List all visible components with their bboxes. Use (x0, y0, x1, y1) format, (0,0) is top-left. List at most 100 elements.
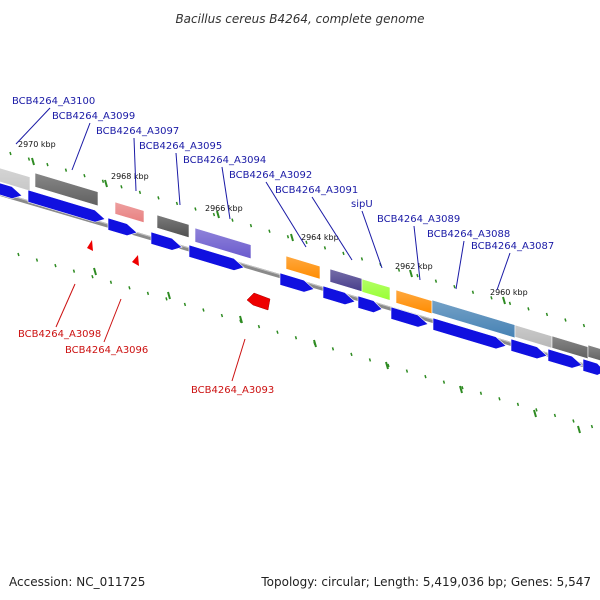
upper-tick-mark (508, 301, 512, 306)
reverse-feature-arrow[interactable] (246, 292, 271, 311)
major-tick-mark (290, 233, 294, 242)
cds-arrow[interactable] (510, 338, 548, 360)
gene-label-forward[interactable]: BCB4264_A3092 (229, 170, 312, 181)
gene-label-forward[interactable]: BCB4264_A3094 (183, 155, 266, 166)
gene-feature-box[interactable] (34, 172, 99, 207)
gene-label-reverse[interactable]: BCB4264_A3098 (18, 329, 101, 340)
upper-tick-mark (527, 307, 530, 311)
gene-feature-box[interactable] (551, 335, 589, 360)
gene-label-forward[interactable]: sipU (351, 199, 373, 210)
cds-arrow[interactable] (107, 217, 138, 237)
gene-label-forward[interactable]: BCB4264_A3087 (471, 241, 554, 252)
gene-label-leader (265, 181, 307, 248)
gene-feature-box[interactable] (431, 299, 516, 339)
gene-feature-box[interactable] (156, 214, 190, 239)
lower-tick-mark (146, 291, 150, 296)
lower-tick-mark (183, 302, 187, 307)
lower-tick-mark (331, 347, 335, 351)
genome-summary-text: Topology: circular; Length: 5,419,036 bp… (260, 575, 591, 589)
lower-tick-mark (35, 258, 39, 262)
cds-arrow[interactable] (188, 244, 245, 271)
lower-tick-mark (350, 352, 353, 357)
gene-label-forward[interactable]: BCB4264_A3088 (427, 229, 510, 240)
cds-arrow[interactable] (150, 231, 183, 251)
upper-tick-mark (194, 207, 197, 211)
upper-tick-mark (416, 273, 419, 278)
cds-arrow[interactable] (27, 189, 106, 223)
kbp-tick-label: 2964 kbp (301, 233, 339, 242)
kbp-tick-label: 2960 kbp (490, 288, 528, 297)
upper-tick-mark (175, 201, 179, 206)
genome-title: Bacillus cereus B4264, complete genome (175, 12, 424, 26)
lower-tick-mark (479, 391, 483, 395)
major-tick-mark (167, 291, 171, 300)
gene-feature-box[interactable] (587, 344, 600, 362)
upper-tick-mark (360, 257, 364, 261)
upper-tick-mark (453, 284, 456, 289)
upper-tick-mark (9, 151, 12, 156)
cds-arrow[interactable] (322, 285, 356, 305)
lower-tick-mark (424, 374, 427, 379)
kbp-tick-label: 2966 kbp (205, 204, 243, 213)
gene-label-forward[interactable]: BCB4264_A3099 (52, 111, 135, 122)
kbp-tick-label: 2968 kbp (111, 172, 149, 181)
gene-label-forward[interactable]: BCB4264_A3091 (275, 185, 358, 196)
gene-feature-box[interactable] (395, 289, 433, 315)
gene-feature-box[interactable] (114, 201, 145, 224)
cds-arrow[interactable] (0, 180, 23, 199)
cds-arrow[interactable] (279, 272, 315, 293)
major-tick-mark (31, 157, 35, 166)
gene-feature-box[interactable] (285, 255, 321, 280)
upper-tick-mark (27, 157, 31, 161)
upper-tick-mark (286, 235, 290, 239)
gene-label-reverse[interactable]: BCB4264_A3096 (65, 345, 148, 356)
gene-label-forward[interactable]: BCB4264_A3100 (12, 96, 95, 107)
upper-tick-mark (101, 179, 105, 183)
major-tick-mark (385, 361, 389, 370)
lower-tick-mark (294, 336, 298, 340)
lower-tick-mark (498, 397, 501, 401)
reverse-feature-arrow[interactable] (132, 255, 139, 266)
lower-tick-mark (442, 380, 446, 384)
gene-label-leader (413, 225, 421, 281)
upper-tick-mark (212, 212, 216, 217)
gene-label-leader (55, 283, 76, 328)
gene-label-leader (455, 240, 465, 290)
lower-tick-mark (17, 252, 20, 257)
lower-tick-mark (535, 408, 538, 412)
upper-tick-mark (268, 229, 271, 233)
genome-track: 2970 kbp 2968 kbp 2966 kbp 2964 kbp 2962 kbp… (0, 96, 600, 434)
cds-arrow[interactable] (357, 295, 383, 313)
lower-tick-mark (590, 424, 594, 429)
gene-feature-box[interactable] (329, 268, 363, 293)
major-tick-mark (239, 315, 243, 324)
gene-label-forward[interactable]: BCB4264_A3097 (96, 126, 179, 137)
cds-arrow[interactable] (390, 306, 429, 328)
cds-arrow[interactable] (432, 317, 507, 350)
gene-label-reverse[interactable]: BCB4264_A3093 (191, 385, 274, 396)
cds-arrow[interactable] (547, 348, 583, 369)
reverse-feature-arrow[interactable] (87, 240, 93, 251)
gene-label-leader (311, 196, 353, 261)
lower-tick-mark (553, 413, 557, 418)
lower-tick-mark (72, 269, 76, 273)
upper-tick-mark (397, 268, 401, 272)
cds-arrow[interactable] (582, 358, 600, 376)
gene-label-forward[interactable]: BCB4264_A3089 (377, 214, 460, 225)
major-tick-mark (313, 339, 317, 348)
kbp-tick-label: 2970 kbp (18, 140, 56, 149)
upper-tick-mark (64, 168, 68, 172)
upper-tick-mark (471, 290, 475, 294)
gene-label-leader (175, 152, 181, 206)
major-tick-mark (93, 267, 97, 276)
gene-feature-box[interactable] (361, 278, 391, 301)
major-tick-mark (216, 210, 220, 219)
lower-tick-mark (405, 369, 409, 373)
gene-label-forward[interactable]: BCB4264_A3095 (139, 141, 222, 152)
upper-tick-mark (120, 185, 123, 189)
upper-tick-mark (83, 173, 86, 178)
kbp-tick-label: 2962 kbp (395, 262, 433, 271)
upper-tick-mark (138, 190, 142, 195)
gene-feature-box[interactable] (194, 227, 252, 260)
